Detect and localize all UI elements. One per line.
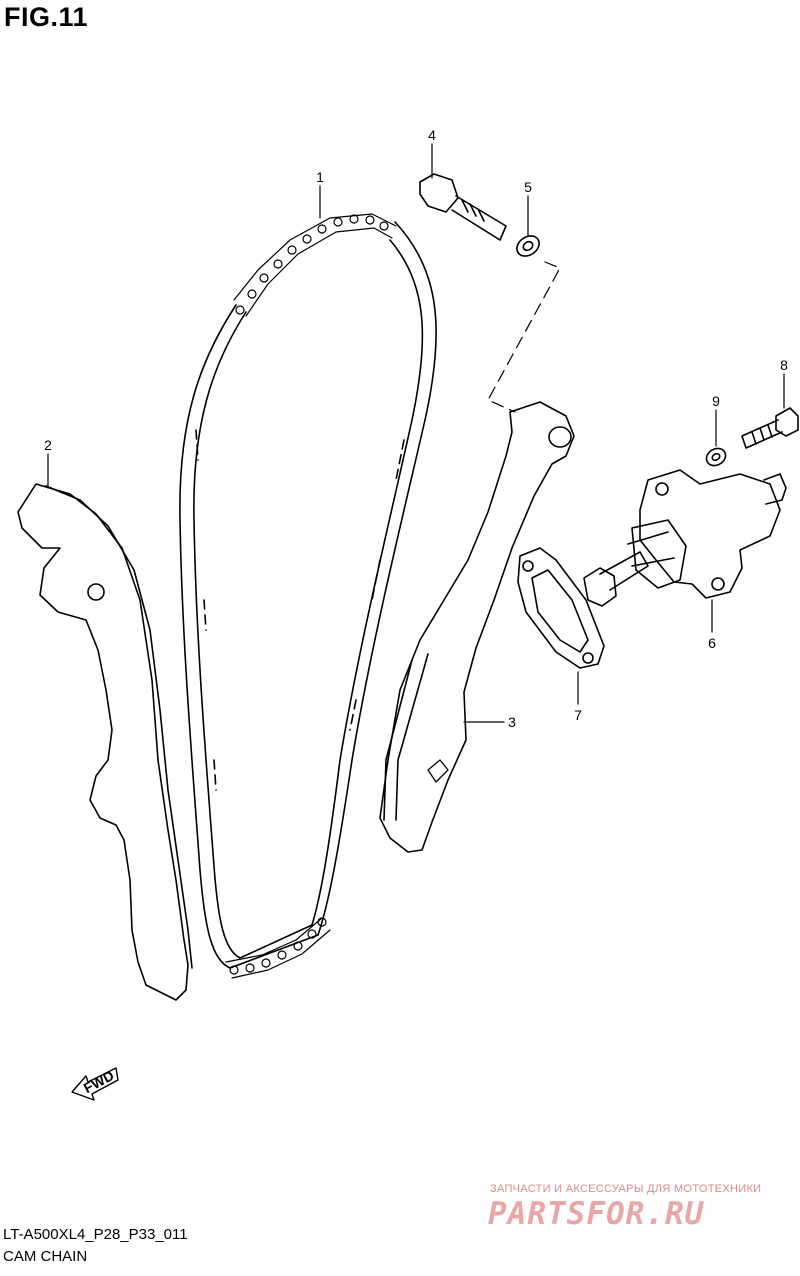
callout-6: 6: [708, 635, 716, 651]
callout-5: 5: [524, 179, 532, 195]
assembly-line-bolt-to-arm: [487, 261, 561, 413]
cam-chain-outer-loop: [179, 221, 437, 969]
callout-2: 2: [44, 437, 52, 453]
fwd-label: FWD: [81, 1067, 117, 1096]
callout-1: 1: [316, 169, 324, 185]
cam-chain-guide-part-2[interactable]: [17, 483, 193, 1001]
tensioner-adjuster-part-6[interactable]: [583, 469, 787, 607]
gasket-part-7[interactable]: [517, 547, 605, 669]
cam-chain-inner-loop: [193, 239, 424, 959]
callout-8: 8: [780, 357, 788, 373]
tensioner-arm-part-3[interactable]: [379, 401, 575, 853]
washer-part-9[interactable]: [703, 445, 728, 469]
diagram-code: LT-A500XL4_P28_P33_011: [3, 1226, 188, 1243]
bolt-part-4[interactable]: [419, 173, 507, 241]
callout-labels: 1 2 3 4 5 6 7 8 9 FWD: [44, 127, 788, 1096]
figure-title: FIG.11: [4, 2, 89, 32]
callout-4: 4: [428, 127, 436, 143]
bolt-part-8[interactable]: [741, 407, 799, 449]
diagram-name: CAM CHAIN: [3, 1248, 88, 1265]
callout-3: 3: [508, 714, 516, 730]
callout-leader-lines: [47, 143, 785, 723]
cam-chain-bottom-links: [225, 917, 331, 979]
watermark-logo: PARTSFOR.RU: [488, 1196, 705, 1232]
cam-chain-part-1[interactable]: [179, 213, 437, 979]
watermark-caption: ЗАПЧАСТИ И АКСЕССУАРЫ ДЛЯ МОТОТЕХНИКИ: [490, 1183, 762, 1195]
callout-9: 9: [712, 393, 720, 409]
cam-chain-top-links: [233, 213, 397, 317]
callout-7: 7: [574, 707, 582, 723]
fwd-direction-arrow: [71, 1067, 119, 1101]
washer-part-5[interactable]: [513, 232, 543, 261]
